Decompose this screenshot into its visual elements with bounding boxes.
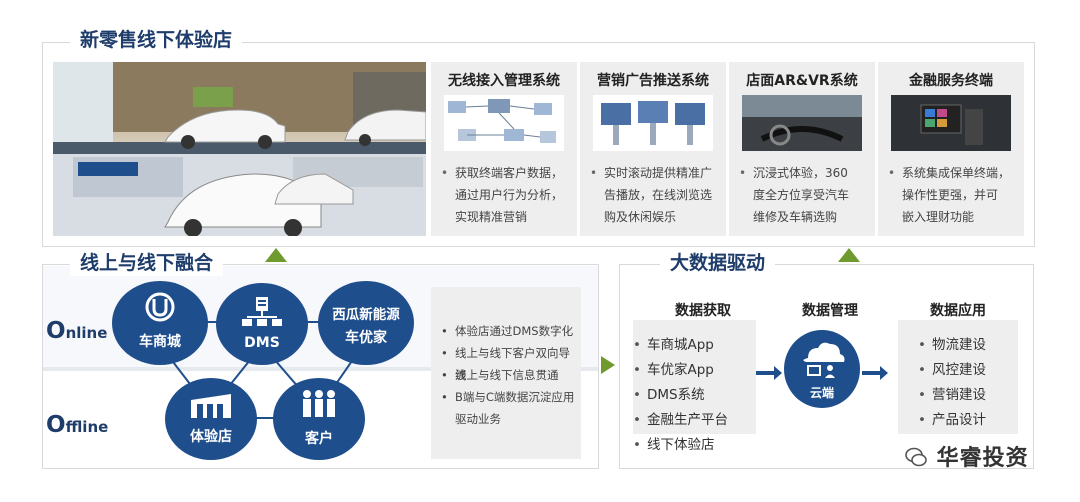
people-icon	[303, 390, 335, 417]
showroom-photo	[53, 62, 426, 236]
bullet-dot: •	[590, 166, 598, 180]
online-label: Online	[46, 318, 108, 344]
data-apply-title: 数据应用	[930, 303, 986, 319]
node-customer: 客户	[273, 378, 365, 460]
card-title: 店面AR&VR系统	[746, 73, 858, 89]
showroom-illustration	[53, 62, 426, 236]
list-item: •车商城App	[633, 337, 714, 353]
list-item: •风控建设	[918, 362, 986, 378]
big-data-title: 大数据驱动	[660, 250, 776, 276]
offline-store-title: 新零售线下体验店	[70, 27, 243, 53]
arrow-right-icon	[756, 366, 782, 380]
card-ad-push: 营销广告推送系统 • 实时滚动提供精准广 告播放，在线浏览选 购及休闲娱乐	[580, 62, 726, 236]
list-item: •金融生产平台	[633, 412, 728, 428]
list-item: •物流建设	[918, 337, 986, 353]
offline-label: Offline	[46, 412, 109, 438]
list-item: •DMS系统	[633, 387, 705, 403]
car-interior-image	[742, 95, 862, 151]
terminal-image	[891, 95, 1011, 151]
kiosk-image	[593, 95, 713, 151]
arrow-right-icon	[601, 356, 615, 374]
bullet-dot: •	[739, 166, 747, 180]
node-dms: DMS	[216, 283, 308, 365]
watermark: 华睿投资	[904, 440, 1029, 472]
bullet-dot: •	[888, 166, 896, 180]
car-shape-1	[164, 109, 286, 149]
arrow-up-icon	[838, 248, 860, 262]
server-network-icon	[242, 297, 282, 326]
card-description: • 沉浸式体验，360 度全方位享受汽车 维修及车辆选购	[739, 162, 871, 228]
cloud-icon	[803, 342, 845, 378]
integration-description: •体验店通过DMS数字化 •线上与线下客户双向导流 •线上与线下信息贯通 •B端…	[431, 287, 581, 459]
data-manage-title: 数据管理	[802, 303, 858, 319]
car-shape-4	[274, 173, 354, 205]
wechat-icon	[905, 447, 927, 467]
info-line: •体验店通过DMS数字化	[441, 324, 574, 338]
brand-logo-icon	[145, 292, 175, 322]
node-experience-store: 体验店	[165, 378, 257, 460]
card-description: • 获取终端客户数据， 通过用户行为分析， 实现精准营销	[441, 162, 573, 228]
card-title: 无线接入管理系统	[448, 73, 560, 89]
card-ar-vr: 店面AR&VR系统 • 沉浸式体验，360 度全方位享受汽车 维修及车辆选购	[729, 62, 875, 236]
data-acquire-panel	[633, 320, 756, 434]
card-finance-terminal: 金融服务终端 • 系统集成保单终端， 操作性更强，并可 嵌入理财功能	[878, 62, 1024, 236]
card-wifi-management: 无线接入管理系统 • 获取终端客户数据， 通过用户行为分析， 实现精准营销	[431, 62, 577, 236]
node-partner-platform: 西瓜新能源 车优家	[318, 281, 414, 365]
card-description: • 系统集成保单终端， 操作性更强，并可 嵌入理财功能	[888, 162, 1020, 228]
data-acquire-title: 数据获取	[675, 303, 731, 319]
cloud-node: 云端	[784, 330, 860, 408]
band-divider	[43, 367, 598, 371]
store-icon	[191, 394, 231, 418]
list-item: •产品设计	[918, 412, 986, 428]
list-item: •车优家App	[633, 362, 714, 378]
data-apply-panel	[898, 320, 1018, 434]
card-title: 金融服务终端	[909, 73, 993, 89]
node-car-mall: 车商城	[112, 281, 208, 365]
network-diagram-image	[444, 95, 564, 151]
online-offline-title: 线上与线下融合	[70, 250, 224, 276]
arrow-up-icon	[265, 248, 287, 262]
info-line: •B端与C端数据沉淀应用驱动业务	[441, 390, 575, 426]
list-item: •营销建设	[918, 387, 986, 403]
arrow-right-icon	[862, 366, 888, 380]
info-line: •线上与线下客户双向导流	[441, 346, 570, 382]
bullet-dot: •	[441, 166, 449, 180]
car-shape-2	[344, 109, 426, 146]
info-line: •线上与线下信息贯通	[441, 368, 559, 382]
card-description: • 实时滚动提供精准广 告播放，在线浏览选 购及休闲娱乐	[590, 162, 722, 228]
card-title: 营销广告推送系统	[597, 73, 709, 89]
list-item: •线下体验店	[633, 437, 715, 453]
